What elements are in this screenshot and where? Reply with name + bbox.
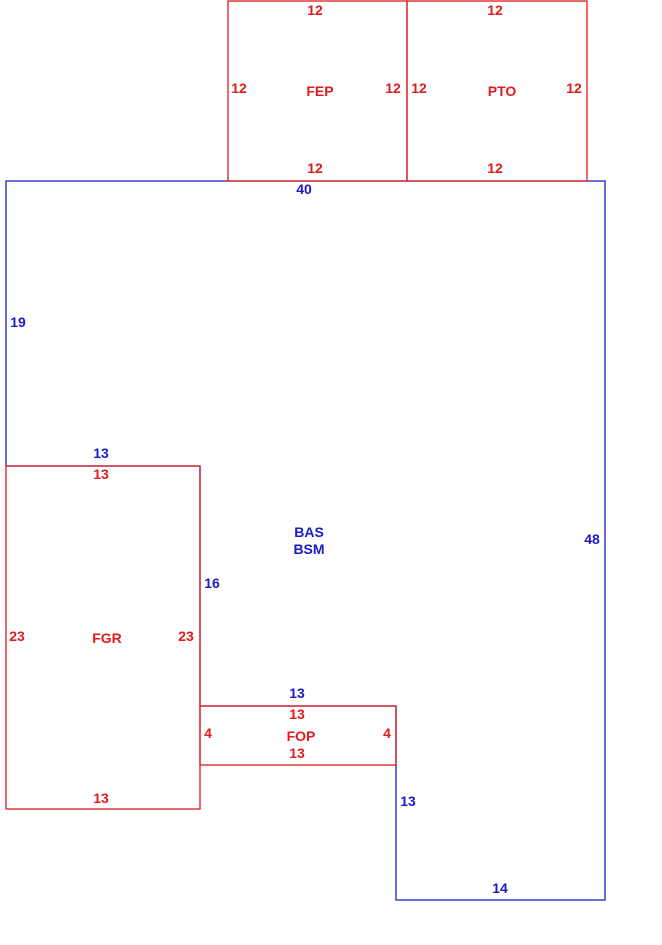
pto-left-dimension: 12 [411,80,427,96]
base-notch-top-dimension: 13 [289,685,305,701]
fop-right-dimension: 4 [383,725,391,741]
fgr-top-dimension: 13 [93,466,109,482]
fgr-outline [5,465,201,810]
base-notch-side-dimension: 13 [400,793,416,809]
base-ledge-side-dimension: 16 [204,575,220,591]
base-right-dimension: 48 [584,531,600,547]
base-area-code-bsm: BSM [293,541,324,557]
pto-top-dimension: 12 [487,2,503,18]
pto-outline [406,0,588,182]
base-left-dimension: 19 [10,314,26,330]
fgr-left-dimension: 23 [9,628,25,644]
fep-right-dimension: 12 [385,80,401,96]
pto-bottom-dimension: 12 [487,160,503,176]
fop-left-dimension: 4 [204,725,212,741]
fep-label: FEP [306,83,333,99]
base-top-dimension: 40 [296,181,312,197]
fop-top-dimension: 13 [289,706,305,722]
fep-left-dimension: 12 [231,80,247,96]
fep-top-dimension: 12 [307,2,323,18]
fop-label: FOP [287,728,316,744]
fgr-bottom-dimension: 13 [93,790,109,806]
base-bottom-dimension: 14 [492,880,508,896]
fgr-label: FGR [92,630,122,646]
pto-label: PTO [488,83,517,99]
fop-bottom-dimension: 13 [289,745,305,761]
pto-right-dimension: 12 [566,80,582,96]
base-ledge-top-dimension: 13 [93,445,109,461]
base-area-code-bas: BAS [294,524,324,540]
fep-bottom-dimension: 12 [307,160,323,176]
fop-outline [199,705,397,766]
fgr-right-dimension: 23 [178,628,194,644]
